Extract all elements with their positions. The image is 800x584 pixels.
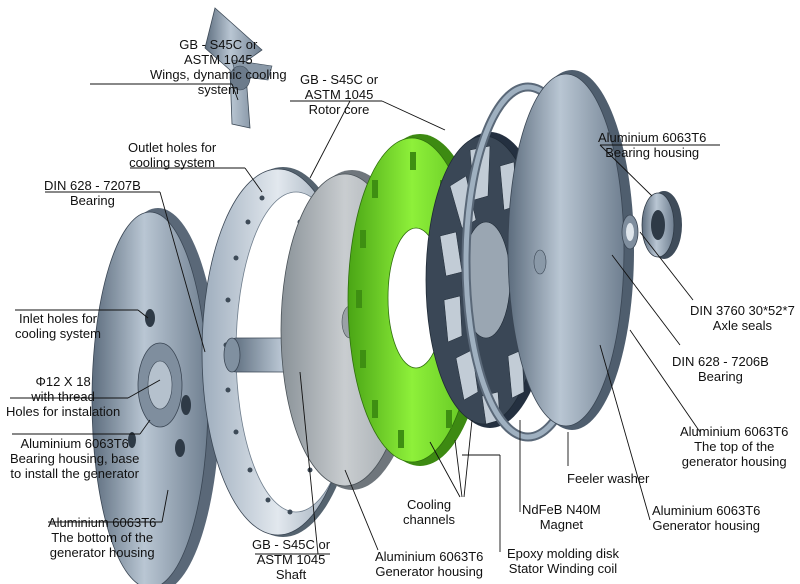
bearing-right-name: Bearing bbox=[698, 369, 743, 384]
bearing-left-name: Bearing bbox=[70, 193, 115, 208]
leader-lines bbox=[10, 83, 720, 555]
shaft-material-2: ASTM 1045 bbox=[256, 552, 326, 567]
top-name-1: The top of the bbox=[694, 439, 775, 454]
base-material: Aluminium 6063T6 bbox=[20, 436, 129, 451]
bottom-name-2: generator housing bbox=[49, 545, 155, 560]
top-material: Aluminium 6063T6 bbox=[680, 424, 789, 439]
label-bearing-housing: Aluminium 6063T6 Bearing housing bbox=[598, 130, 706, 160]
label-cooling-channels: Cooling channels bbox=[403, 497, 455, 527]
cooling-wings-part bbox=[204, 7, 273, 129]
housing-top-material: Aluminium 6063T6 bbox=[598, 130, 707, 145]
label-bearing-right: DIN 628 - 7206B Bearing bbox=[672, 354, 769, 384]
label-bottom-housing: Aluminium 6063T6 The bottom of the gener… bbox=[48, 515, 156, 560]
housing-top-name: Bearing housing bbox=[605, 145, 700, 160]
bottom-name-1: The bottom of the bbox=[51, 530, 154, 545]
label-feeler-washer: Feeler washer bbox=[567, 471, 649, 486]
bearing-right-spec: DIN 628 - 7206B bbox=[672, 354, 769, 369]
shaft-name: Shaft bbox=[275, 567, 307, 582]
label-rotor-core: GB - S45C or ASTM 1045 Rotor core bbox=[300, 72, 378, 117]
label-axle-seals: DIN 3760 30*52*7 Axle seals bbox=[690, 303, 795, 333]
label-top-housing: Aluminium 6063T6 The top of the generato… bbox=[680, 424, 788, 469]
label-generator-housing-right: Aluminium 6063T6 Generator housing bbox=[652, 503, 760, 533]
magnet-name: Magnet bbox=[539, 517, 584, 532]
bearing-left-spec: DIN 628 - 7207B bbox=[44, 178, 141, 193]
base-name-1: Bearing housing, base bbox=[10, 451, 140, 466]
wings-material-2: ASTM 1045 bbox=[183, 52, 253, 67]
label-shaft: GB - S45C or ASTM 1045 Shaft bbox=[252, 537, 330, 582]
label-inlet-holes: Inlet holes for cooling system bbox=[15, 311, 101, 341]
outlet-line-2: cooling system bbox=[129, 155, 216, 170]
housing-right-material: Aluminium 6063T6 bbox=[652, 503, 761, 518]
inlet-line-2: cooling system bbox=[15, 326, 101, 341]
rotor-material-1: GB - S45C or bbox=[300, 72, 379, 87]
thread-line-3: Holes for instalation bbox=[6, 404, 121, 419]
shaft-material-1: GB - S45C or bbox=[252, 537, 331, 552]
housing-mid-material: Aluminium 6063T6 bbox=[375, 549, 484, 564]
bottom-housing-plate bbox=[91, 208, 220, 584]
label-install-holes: Φ12 X 18 with thread Holes for instalati… bbox=[6, 374, 120, 419]
rotor-name: Rotor core bbox=[308, 102, 370, 117]
bottom-material: Aluminium 6063T6 bbox=[48, 515, 157, 530]
epoxy-line-2: Stator Winding coil bbox=[508, 561, 618, 576]
label-wings: GB - S45C or ASTM 1045 Wings, dynamic co… bbox=[150, 37, 287, 97]
label-bearing-base: Aluminium 6063T6 Bearing housing, base t… bbox=[10, 436, 139, 481]
thread-line-1: Φ12 X 18 bbox=[35, 374, 91, 389]
rotor-material-2: ASTM 1045 bbox=[304, 87, 374, 102]
top-name-2: generator housing bbox=[681, 454, 787, 469]
label-magnet: NdFeB N40M Magnet bbox=[522, 502, 601, 532]
label-outlet-holes: Outlet holes for cooling system bbox=[128, 140, 216, 170]
seals-name: Axle seals bbox=[712, 318, 773, 333]
label-epoxy-disk: Epoxy molding disk Stator Winding coil bbox=[507, 546, 619, 576]
wings-name-1: Wings, dynamic cooling bbox=[150, 67, 287, 82]
thread-line-2: with thread bbox=[31, 389, 95, 404]
seals-spec: DIN 3760 30*52*7 bbox=[690, 303, 795, 318]
top-housing-plate bbox=[507, 70, 634, 430]
cooling-channels-1: Cooling bbox=[406, 497, 452, 512]
wings-name-2: system bbox=[197, 82, 239, 97]
label-bearing-left: DIN 628 - 7207B Bearing bbox=[44, 178, 141, 208]
wings-material-1: GB - S45C or bbox=[179, 37, 258, 52]
magnet-spec: NdFeB N40M bbox=[522, 502, 601, 517]
inlet-line-1: Inlet holes for bbox=[18, 311, 98, 326]
housing-mid-name: Generator housing bbox=[375, 564, 484, 579]
epoxy-line-1: Epoxy molding disk bbox=[507, 546, 619, 561]
housing-right-name: Generator housing bbox=[652, 518, 761, 533]
feeler-name: Feeler washer bbox=[567, 471, 650, 486]
outlet-line-1: Outlet holes for bbox=[128, 140, 217, 155]
base-name-2: to install the generator bbox=[10, 466, 139, 481]
bearing-housing-part bbox=[641, 191, 682, 259]
cooling-channels-2: channels bbox=[403, 512, 456, 527]
label-generator-housing-mid: Aluminium 6063T6 Generator housing bbox=[375, 549, 483, 579]
axle-seal-part bbox=[621, 214, 639, 250]
